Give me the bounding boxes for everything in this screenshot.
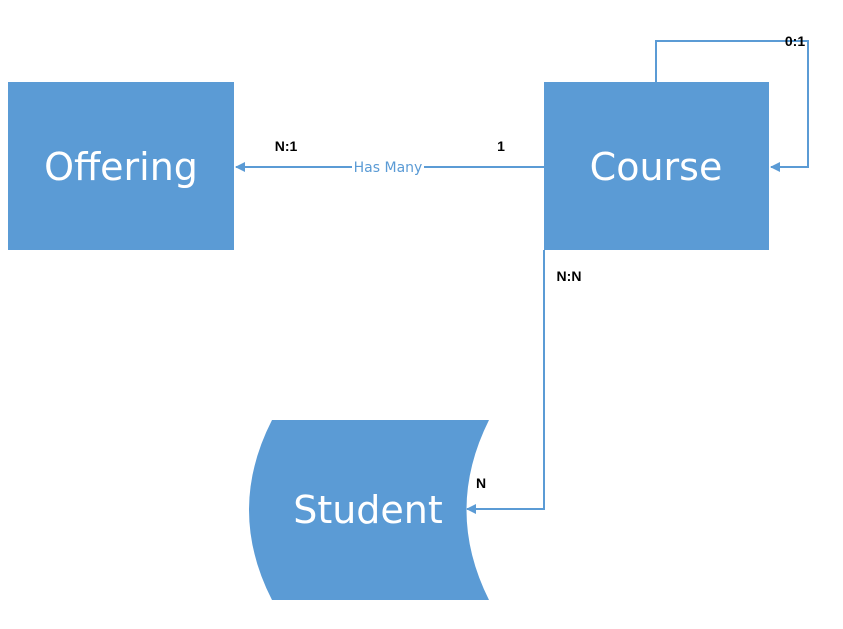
course-offering-relationship[interactable]: Has Many N:1 1 bbox=[235, 138, 544, 176]
course-end-cardinality: 1 bbox=[497, 138, 505, 154]
course-end-many-cardinality: N:N bbox=[557, 268, 582, 284]
student-shape bbox=[249, 420, 489, 600]
student-end-cardinality: N bbox=[476, 475, 486, 491]
offering-end-cardinality: N:1 bbox=[275, 138, 298, 154]
has-many-label: Has Many bbox=[354, 160, 423, 176]
offering-box bbox=[8, 82, 234, 250]
course-self-relationship[interactable]: 0:1 bbox=[655, 33, 809, 172]
course-student-line bbox=[466, 250, 545, 514]
student-label: Student bbox=[293, 488, 443, 532]
course-student-relationship[interactable]: N:N N bbox=[466, 250, 582, 514]
course-entity[interactable]: Course bbox=[544, 82, 769, 250]
course-self-cardinality: 0:1 bbox=[785, 33, 805, 49]
student-entity[interactable]: Student bbox=[249, 420, 489, 600]
course-box bbox=[544, 82, 769, 250]
course-self-line bbox=[655, 40, 809, 172]
course-label: Course bbox=[590, 145, 723, 189]
offering-label: Offering bbox=[44, 145, 198, 189]
offering-entity[interactable]: Offering bbox=[8, 82, 234, 250]
